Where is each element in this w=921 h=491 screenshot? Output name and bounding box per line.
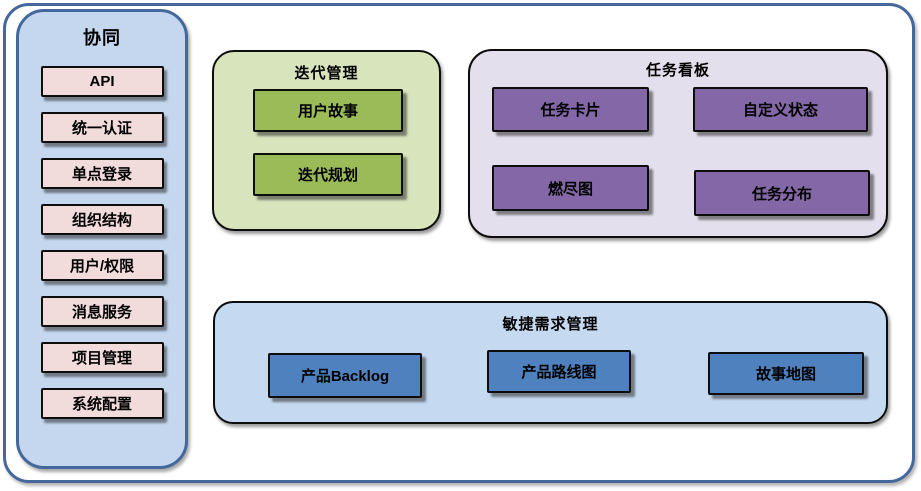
sidebar-item-sso: 单点登录: [40, 158, 164, 189]
sidebar-item-api: API: [40, 66, 164, 97]
group-task-kanban: 任务看板 任务卡片 自定义状态 燃尽图 任务分布: [468, 49, 888, 238]
sidebar-collaboration-panel: 协同 API 统一认证 单点登录 组织结构 用户/权限 消息服务 项目管理 系统…: [16, 9, 188, 469]
chip-burndown-chart: 燃尽图: [492, 165, 649, 211]
sidebar-item-system-config: 系统配置: [40, 388, 164, 419]
group-iteration-management: 迭代管理 用户故事 迭代规划: [212, 50, 441, 231]
sidebar-item-list: API 统一认证 单点登录 组织结构 用户/权限 消息服务 项目管理 系统配置: [19, 66, 185, 419]
group-kanban-title: 任务看板: [645, 62, 710, 79]
sidebar-item-org-structure: 组织结构: [40, 204, 164, 235]
chip-story-map: 故事地图: [708, 352, 864, 395]
chip-user-story: 用户故事: [253, 89, 403, 132]
chip-task-card: 任务卡片: [492, 87, 649, 132]
chip-task-distribution: 任务分布: [694, 170, 870, 216]
sidebar-item-message-service: 消息服务: [40, 296, 164, 327]
group-agile-requirement-management: 敏捷需求管理 产品Backlog 产品路线图 故事地图: [213, 301, 888, 424]
sidebar-title: 协同: [83, 28, 121, 48]
group-iteration-title: 迭代管理: [294, 65, 359, 82]
sidebar-item-unified-auth: 统一认证: [40, 112, 164, 143]
sidebar-item-user-permission: 用户/权限: [40, 250, 164, 281]
sidebar-item-project-mgmt: 项目管理: [40, 342, 164, 373]
chip-custom-status: 自定义状态: [693, 87, 868, 132]
chip-product-backlog: 产品Backlog: [268, 353, 422, 398]
chip-product-roadmap: 产品路线图: [487, 350, 631, 393]
group-agile-title: 敏捷需求管理: [502, 316, 599, 333]
chip-iteration-planning: 迭代规划: [253, 153, 403, 196]
